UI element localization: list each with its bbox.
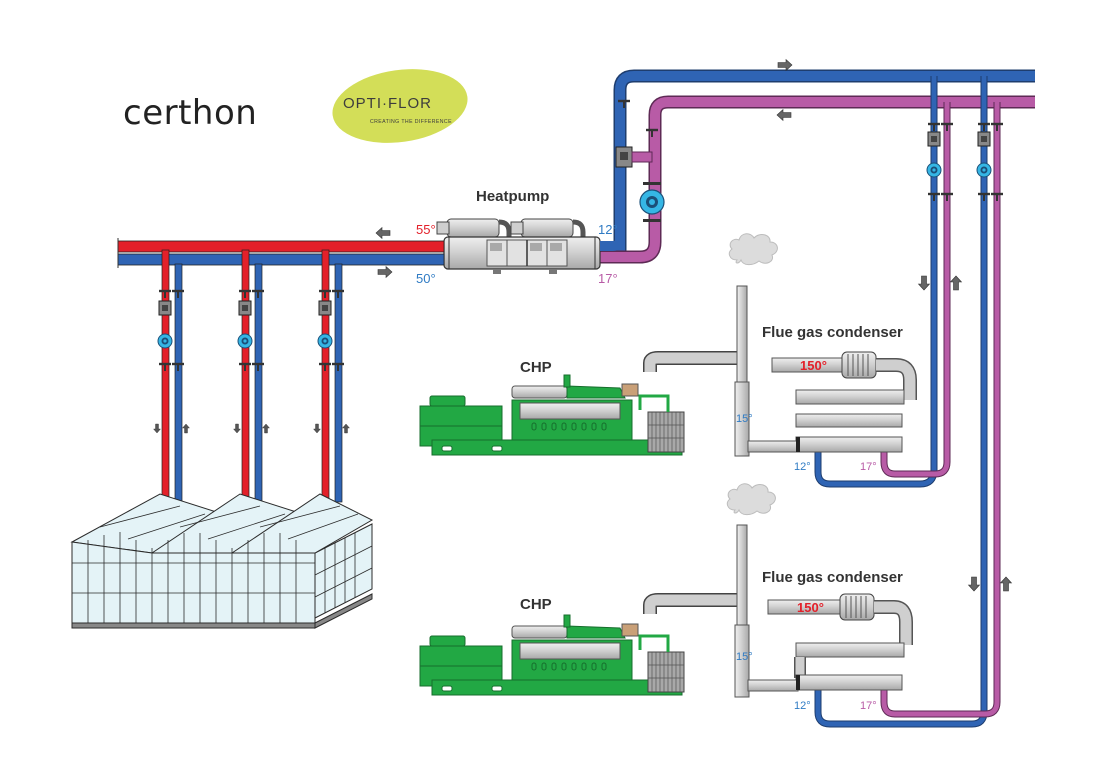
- temp-stack-out-2: 15°: [736, 651, 753, 663]
- flow-arrow-down-icon: [968, 576, 980, 592]
- heatpump-label: Heatpump: [476, 188, 549, 205]
- chp-label-2: CHP: [520, 596, 552, 613]
- valve-icon: [991, 192, 1003, 201]
- certhon-logo-text: certhon: [123, 93, 257, 133]
- temp-source-in: 12°: [598, 222, 618, 237]
- temp-water-out-2: 17°: [860, 700, 877, 712]
- temp-source-out: 17°: [598, 271, 618, 286]
- valve-icon: [928, 192, 940, 201]
- valve-icon: [941, 122, 953, 131]
- smoke-icon: [726, 483, 776, 516]
- flow-arrow-right-icon: [777, 59, 793, 71]
- certhon-logo: certhon: [123, 93, 257, 133]
- condenser-label-2: Flue gas condenser: [762, 569, 903, 586]
- flow-arrow-down-icon: [233, 423, 241, 434]
- condenser1-branch: [814, 76, 962, 488]
- chp-unit-1: CHP: [419, 351, 740, 456]
- flow-arrow-left-icon: [776, 109, 792, 121]
- source-supply-pipe: [613, 69, 1035, 260]
- pump-icon: [317, 333, 333, 349]
- heatpump-unit: [436, 218, 601, 274]
- mixing-valve-icon: [318, 300, 332, 316]
- temp-water-in-1: 12°: [794, 461, 811, 473]
- temp-hot-out: 55°: [416, 222, 436, 237]
- valve-icon: [978, 122, 990, 131]
- flow-arrow-up-icon: [182, 423, 190, 434]
- temp-stack-out-1: 15°: [736, 413, 753, 425]
- flow-arrow-up-icon: [262, 423, 270, 434]
- flue-gas-condenser-2: Flue gas condenser 150° 12° 17°: [747, 569, 913, 712]
- stack-1: 15°: [728, 233, 778, 457]
- pump-icon: [926, 162, 942, 178]
- mixing-valve-icon: [927, 131, 941, 147]
- mixing-valve-icon: [977, 131, 991, 147]
- source-return-pipe: [600, 95, 1035, 264]
- chp-label-1: CHP: [520, 359, 552, 376]
- flow-arrow-up-icon: [342, 423, 350, 434]
- condenser2-branch: [814, 76, 1012, 728]
- flow-arrow-down-icon: [313, 423, 321, 434]
- pump-icon: [976, 162, 992, 178]
- flow-arrow-down-icon: [153, 423, 161, 434]
- temp-flue-in-1: 150°: [800, 358, 827, 373]
- greenhouse-branch: [233, 249, 270, 503]
- flow-arrow-up-icon: [1000, 576, 1012, 592]
- valve-icon: [928, 122, 940, 131]
- flue-gas-condenser-1: Flue gas condenser 150° 12° 17°: [747, 324, 917, 473]
- pump-icon: [157, 333, 173, 349]
- chp-unit-2: CHP: [419, 593, 740, 696]
- greenhouse: [70, 493, 374, 629]
- optiflor-logo-text: OPTI·FLOR: [343, 95, 432, 112]
- temp-water-in-2: 12°: [794, 700, 811, 712]
- flow-arrow-down-icon: [918, 275, 930, 291]
- stack-2: 15°: [726, 483, 776, 698]
- smoke-icon: [728, 233, 778, 266]
- temp-flue-in-2: 150°: [797, 600, 824, 615]
- optiflor-badge: [332, 69, 468, 143]
- flow-arrow-left-icon: [375, 227, 391, 239]
- greenhouse-branch: [313, 249, 350, 503]
- mixing-valve-icon: [158, 300, 172, 316]
- valve-icon: [991, 122, 1003, 131]
- valve-icon: [978, 192, 990, 201]
- mixing-valve-icon: [615, 146, 653, 168]
- mixing-valve-icon: [238, 300, 252, 316]
- pump-icon: [237, 333, 253, 349]
- optiflor-logo: OPTI·FLOR CREATING THE DIFFERENCE: [332, 69, 468, 143]
- optiflor-tagline: CREATING THE DIFFERENCE: [370, 119, 452, 125]
- flow-arrow-up-icon: [950, 275, 962, 291]
- pump-icon: [639, 182, 665, 222]
- valve-icon: [941, 192, 953, 201]
- greenhouse-branch: [153, 249, 190, 503]
- flow-arrow-right-icon: [377, 266, 393, 278]
- temp-return-in: 50°: [416, 271, 436, 286]
- condenser-label-1: Flue gas condenser: [762, 324, 903, 341]
- temp-water-out-1: 17°: [860, 461, 877, 473]
